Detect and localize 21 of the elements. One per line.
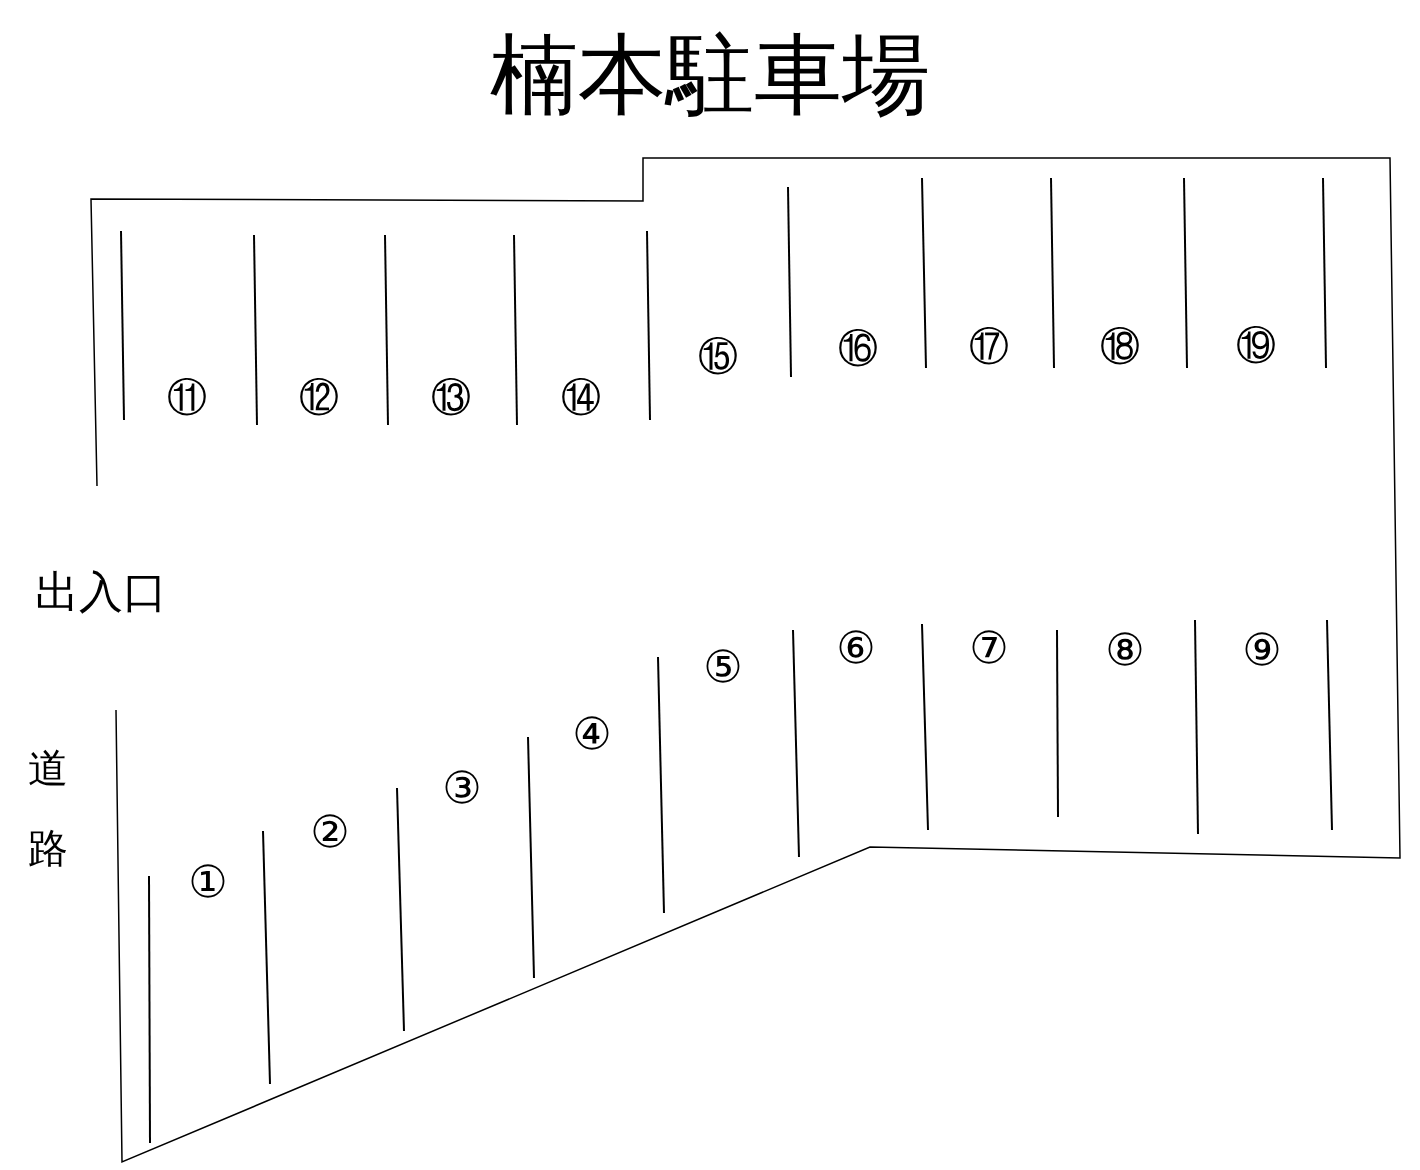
- space-number: ⑫: [299, 377, 339, 417]
- space-number: ⑭: [561, 377, 601, 417]
- space-number: ⑬: [431, 377, 471, 417]
- space-number: ⑦: [969, 626, 1009, 670]
- space-number: ⑤: [703, 645, 743, 689]
- space-number: ⑧: [1105, 628, 1145, 672]
- road-label: 道路: [28, 744, 68, 873]
- space-number: ⑰: [969, 326, 1009, 366]
- space-number: ①: [188, 860, 228, 904]
- space-number: ③: [442, 766, 482, 810]
- space-number: ⑪: [167, 377, 207, 417]
- space-number: ②: [310, 810, 350, 854]
- space-number: ⑨: [1242, 628, 1282, 672]
- space-number: ⑲: [1236, 325, 1276, 365]
- space-number: ⑥: [836, 626, 876, 670]
- space-number: ④: [572, 712, 612, 756]
- title: 楠本駐車場: [490, 31, 930, 119]
- space-number: ⑯: [838, 328, 878, 368]
- entrance-label: 出入口: [35, 570, 167, 614]
- space-number: ⑮: [698, 336, 738, 376]
- space-number: ⑱: [1100, 326, 1140, 366]
